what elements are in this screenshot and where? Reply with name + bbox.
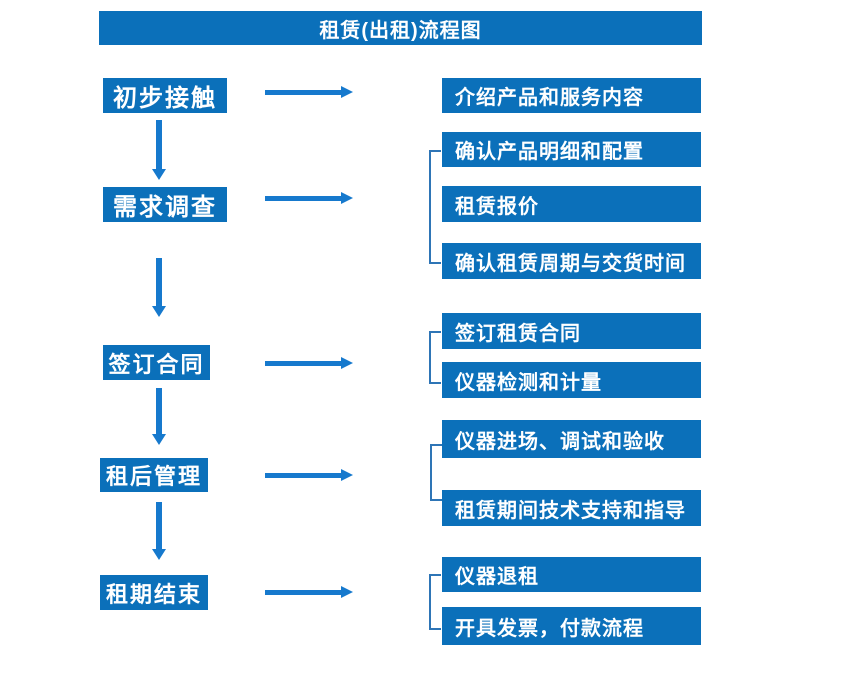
arrow-head [152, 549, 166, 560]
output-label: 仪器进场、调试和验收 [455, 430, 665, 453]
arrow-shaft [156, 258, 162, 306]
arrow-head [341, 357, 353, 369]
step-label: 租期结束 [105, 581, 202, 607]
down-arrow-icon [152, 388, 166, 445]
arrow-head [341, 586, 353, 598]
step-label: 需求调查 [113, 194, 217, 221]
output-box-instrument-setup: 仪器进场、调试和验收 [442, 420, 701, 458]
arrow-head [152, 306, 166, 317]
output-label: 确认租赁周期与交货时间 [455, 252, 686, 275]
arrow-shaft [156, 388, 162, 434]
output-box-confirm-period-delivery: 确认租赁周期与交货时间 [442, 243, 701, 279]
output-label: 租赁报价 [455, 195, 539, 218]
right-arrow-icon [265, 469, 353, 481]
output-box-invoice-payment: 开具发票，付款流程 [442, 607, 701, 645]
right-arrow-icon [265, 357, 353, 369]
bracket-needs-survey-group [429, 150, 441, 264]
page-title: 租赁(出租)流程图 [319, 19, 482, 42]
output-label: 签订租赁合同 [455, 322, 581, 345]
title-bar: 租赁(出租)流程图 [99, 11, 702, 45]
step-box-rental-end: 租期结束 [100, 575, 208, 610]
output-box-tech-support: 租赁期间技术支持和指导 [442, 490, 701, 526]
bracket-sign-contract-group [429, 331, 441, 384]
output-box-sign-rental-contract: 签订租赁合同 [442, 313, 701, 349]
right-arrow-icon [265, 192, 353, 204]
arrow-shaft [156, 502, 162, 549]
step-label: 初步接触 [113, 85, 217, 112]
arrow-head [152, 434, 166, 445]
step-box-needs-survey: 需求调查 [103, 187, 227, 222]
step-label: 签订合同 [108, 351, 205, 377]
output-label: 租赁期间技术支持和指导 [455, 499, 686, 522]
arrow-shaft [156, 120, 162, 169]
down-arrow-icon [152, 258, 166, 317]
down-arrow-icon [152, 120, 166, 180]
down-arrow-icon [152, 502, 166, 560]
output-label: 仪器检测和计量 [455, 371, 602, 394]
arrow-shaft [265, 361, 342, 366]
output-box-instrument-inspection: 仪器检测和计量 [442, 362, 701, 398]
output-label: 开具发票，付款流程 [455, 617, 644, 640]
right-arrow-icon [265, 586, 353, 598]
output-box-introduce-products: 介绍产品和服务内容 [442, 78, 701, 113]
bracket-post-rental-group [430, 444, 442, 501]
output-label: 仪器退租 [455, 566, 539, 588]
output-label: 介绍产品和服务内容 [455, 87, 644, 109]
output-box-instrument-return: 仪器退租 [442, 557, 701, 592]
step-box-initial-contact: 初步接触 [103, 78, 227, 113]
output-box-confirm-details: 确认产品明细和配置 [442, 132, 701, 167]
bracket-rental-end-group [429, 574, 441, 630]
arrow-head [341, 86, 353, 98]
arrow-shaft [265, 473, 342, 478]
step-box-sign-contract: 签订合同 [103, 345, 210, 380]
arrow-head [341, 192, 353, 204]
arrow-shaft [265, 196, 342, 201]
right-arrow-icon [265, 86, 353, 98]
arrow-head [152, 169, 166, 180]
arrow-shaft [265, 90, 342, 95]
arrow-shaft [265, 590, 342, 595]
step-box-post-rental-management: 租后管理 [100, 458, 208, 492]
step-label: 租后管理 [105, 464, 202, 489]
output-box-rental-quote: 租赁报价 [442, 186, 701, 222]
output-label: 确认产品明细和配置 [455, 141, 644, 163]
arrow-head [341, 469, 353, 481]
